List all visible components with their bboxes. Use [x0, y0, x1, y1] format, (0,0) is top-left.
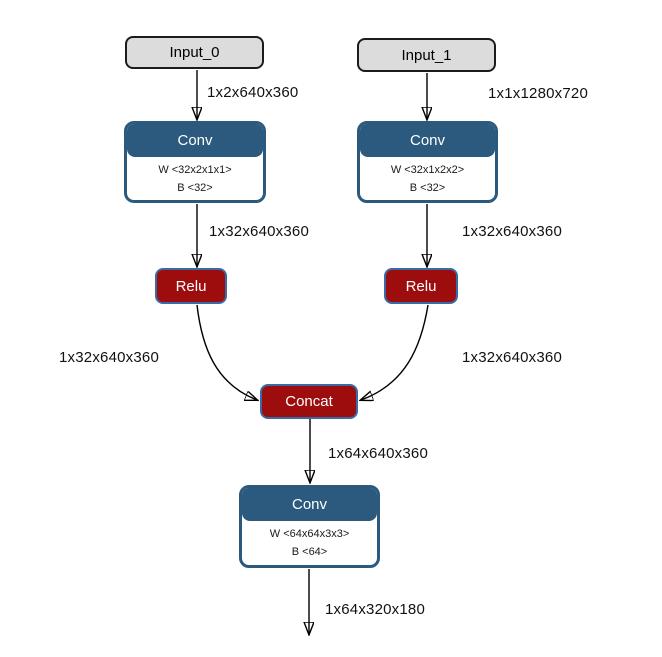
node-input-0-label: Input_0 — [169, 44, 220, 61]
node-conv-2-weight[interactable]: W <64x64x3x3> — [269, 528, 350, 540]
node-conv-2-bias[interactable]: B <64> — [291, 546, 328, 559]
edge-label-input1-to-conv1: 1x1x1280x720 — [488, 85, 588, 102]
node-input-1[interactable]: Input_1 — [357, 38, 496, 72]
edge-label-relu0-to-concat: 1x32x640x360 — [59, 349, 159, 366]
edge-label-conv1-to-relu1: 1x32x640x360 — [462, 223, 562, 240]
edge-relu1-to-concat — [361, 304, 429, 400]
node-conv-1-params: W <32x1x2x2> B <32> — [360, 157, 495, 197]
edge-label-input0-to-conv0: 1x2x640x360 — [207, 84, 299, 101]
node-conv-1-weight[interactable]: W <32x1x2x2> — [390, 164, 465, 176]
node-concat-label: Concat — [285, 393, 333, 410]
node-conv-2-title: Conv — [242, 488, 377, 521]
edge-label-conv2-to-output: 1x64x320x180 — [325, 601, 425, 618]
node-conv-0[interactable]: Conv W <32x2x1x1> B <32> — [124, 121, 266, 203]
node-relu-1-label: Relu — [405, 277, 437, 295]
node-conv-1-bias[interactable]: B <32> — [409, 182, 446, 195]
edge-label-conv0-to-relu0: 1x32x640x360 — [209, 223, 309, 240]
edge-relu0-to-concat — [196, 304, 257, 400]
edge-label-concat-to-conv2: 1x64x640x360 — [328, 445, 428, 462]
node-conv-0-bias[interactable]: B <32> — [177, 182, 213, 195]
node-input-1-label: Input_1 — [401, 46, 452, 64]
edge-label-relu1-to-concat: 1x32x640x360 — [462, 349, 562, 366]
node-conv-2-params: W <64x64x3x3> B <64> — [242, 521, 377, 561]
node-conv-0-weight[interactable]: W <32x2x1x1> — [158, 164, 232, 176]
node-relu-0[interactable]: Relu — [155, 268, 227, 304]
node-conv-1-title: Conv — [360, 124, 495, 157]
node-input-0[interactable]: Input_0 — [125, 36, 264, 69]
node-concat[interactable]: Concat — [260, 384, 358, 419]
node-conv-0-title: Conv — [127, 124, 263, 157]
node-conv-1[interactable]: Conv W <32x1x2x2> B <32> — [357, 121, 498, 203]
node-conv-2[interactable]: Conv W <64x64x3x3> B <64> — [239, 485, 380, 568]
node-relu-0-label: Relu — [175, 277, 207, 295]
node-conv-0-params: W <32x2x1x1> B <32> — [127, 157, 263, 197]
node-relu-1[interactable]: Relu — [384, 268, 458, 304]
